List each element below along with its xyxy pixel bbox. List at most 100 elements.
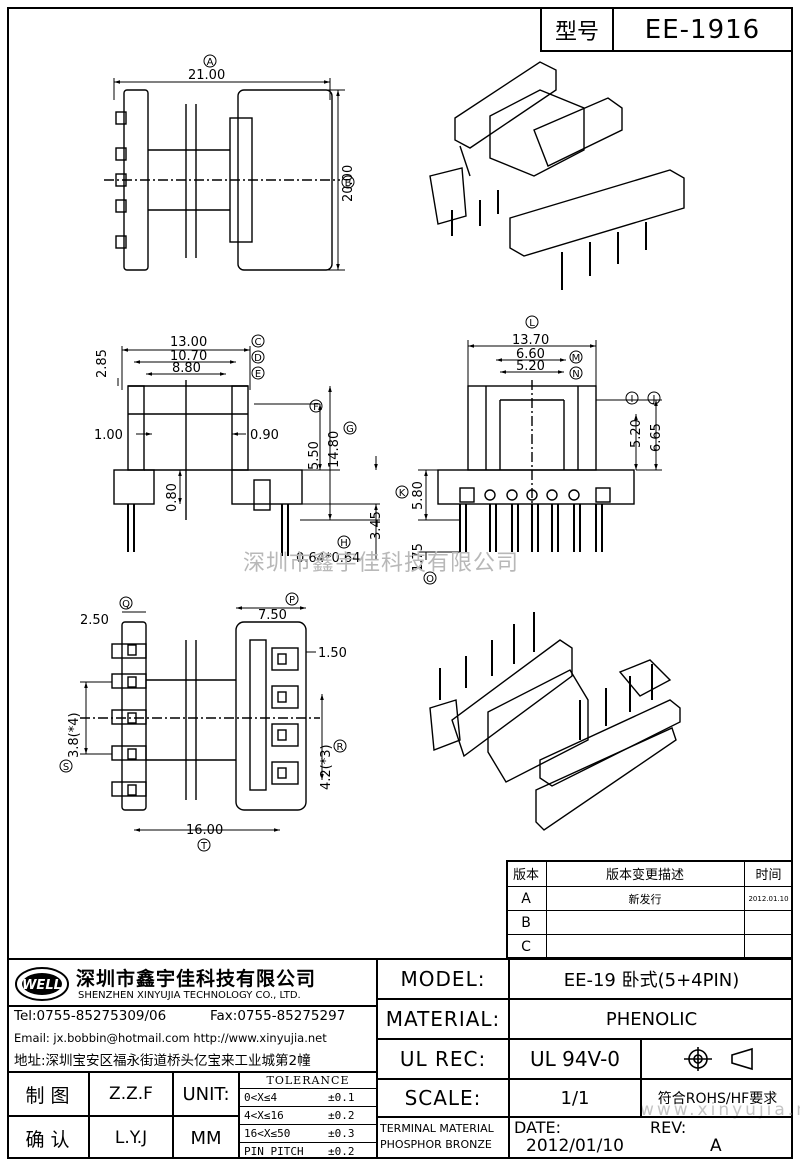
svg-text:J: J — [652, 394, 656, 405]
tol-divider-1 — [240, 1106, 376, 1107]
dim-G: 14.80 — [327, 431, 342, 468]
company-logo: WELL — [14, 966, 70, 1002]
dim-E: 8.80 — [172, 361, 201, 376]
marker-M-icon: M — [569, 350, 583, 364]
signoff-v-divider-3 — [238, 1071, 240, 1159]
dim-pin-h: 0.80 — [165, 483, 180, 512]
dim-O: 1.75 — [411, 543, 426, 572]
marker-B-icon: B — [341, 175, 355, 189]
rev-col-divider-2 — [744, 860, 745, 958]
dim-C: 13.00 — [170, 335, 207, 350]
dim-right-gap: 0.90 — [250, 428, 279, 443]
terminal-label: TERMINAL MATERIAL — [380, 1122, 494, 1135]
tol-divider-0 — [240, 1088, 376, 1089]
marker-G-icon: G — [343, 421, 357, 435]
front-view — [113, 346, 380, 560]
rev-label: REV: — [650, 1118, 687, 1137]
spec-row-divider-2 — [376, 1038, 793, 1040]
marker-F-icon: F — [309, 399, 323, 413]
marker-C-icon: C — [251, 334, 265, 348]
marker-T-icon: T — [197, 838, 211, 852]
marker-L-icon: L — [525, 315, 539, 329]
side-view — [418, 340, 662, 560]
logo-text: WELL — [22, 978, 62, 993]
confirm-label: 确 认 — [25, 1128, 70, 1151]
dim-D: 10.70 — [170, 349, 207, 364]
scale-label: SCALE: — [404, 1086, 482, 1110]
tolerance-title: TOLERANCE — [266, 1074, 350, 1087]
dim-K: 5.80 — [411, 481, 426, 510]
rev-row-date: 2012.01.10 — [748, 894, 789, 903]
marker-N-icon: N — [569, 366, 583, 380]
tol-value: ±0.3 — [328, 1127, 355, 1140]
dim-B: 20.00 — [341, 165, 356, 202]
title-block-top-border — [7, 958, 793, 960]
spec-row-divider-4 — [376, 1116, 793, 1118]
svg-text:A: A — [207, 57, 214, 68]
dim-F: 5.50 — [307, 441, 322, 470]
svg-text:E: E — [255, 369, 261, 380]
model-value: EE-19 卧式(5+4PIN) — [563, 970, 740, 991]
dim-J: 6.65 — [649, 423, 664, 452]
dim-T: 16.00 — [186, 823, 223, 838]
svg-text:Q: Q — [122, 599, 130, 610]
dim-M: 6.60 — [516, 347, 545, 362]
draw-label: 制 图 — [25, 1084, 70, 1107]
dim-N: 5.20 — [516, 359, 545, 374]
tol-range: 16<X≤50 — [244, 1127, 291, 1140]
tol-range: PIN PITCH — [244, 1145, 304, 1158]
date-value: 2012/01/10 — [526, 1136, 624, 1156]
unit-value: MM — [190, 1127, 222, 1149]
company-name-en: SHENZHEN XINYUJIA TECHNOLOGY CO., LTD. — [78, 990, 301, 1001]
rev-header-version: 版本 — [512, 867, 539, 883]
type-box — [540, 7, 793, 52]
watermark: 深圳市鑫宇佳科技有限公司 — [243, 551, 520, 576]
svg-text:I: I — [631, 394, 634, 405]
revision-table — [506, 860, 793, 958]
svg-text:H: H — [340, 538, 348, 549]
svg-text:F: F — [313, 402, 319, 413]
rev-row-ver: A — [521, 890, 531, 907]
drawing-frame — [7, 7, 793, 1159]
iso-view-bottom — [429, 612, 681, 831]
svg-text:N: N — [572, 369, 579, 380]
svg-text:R: R — [337, 742, 344, 753]
company-fax: Fax:0755-85275297 — [210, 1008, 346, 1024]
signoff-v-divider-1 — [88, 1071, 90, 1159]
svg-text:D: D — [254, 353, 262, 364]
terminal-value: PHOSPHOR BRONZE — [380, 1138, 492, 1151]
dim-H: 0.64*0.64 — [296, 551, 360, 566]
tol-value: ±0.1 — [328, 1091, 355, 1104]
spec-row-divider-3 — [376, 1078, 793, 1080]
company-name-cn: 深圳市鑫宇佳科技有限公司 — [76, 968, 317, 990]
model-code: EE-1916 — [644, 15, 761, 45]
svg-text:P: P — [289, 595, 295, 606]
rev-value: A — [710, 1136, 722, 1156]
dim-left-gap: 1.00 — [94, 428, 123, 443]
ulrec-value: UL 94V-0 — [529, 1047, 621, 1071]
confirm-value: L.Y.J — [114, 1128, 148, 1148]
unit-label: UNIT: — [182, 1083, 230, 1105]
watermark-url: www.xinyujia.net — [640, 1100, 800, 1120]
spec-ul-divider — [640, 1038, 642, 1116]
rohs-compliance: 符合ROHS/HF要求 — [657, 1091, 778, 1107]
marker-J-icon: J — [647, 391, 661, 405]
technical-drawing: 21.00 20.00 13.00 10.70 8.80 2.85 1.00 0… — [59, 54, 685, 852]
svg-text:G: G — [346, 424, 354, 435]
dim-pin-len: 3.45 — [369, 511, 384, 540]
type-label: 型号 — [554, 20, 599, 45]
company-divider-2 — [7, 1071, 377, 1073]
dim-Q: 2.50 — [80, 613, 109, 628]
svg-text:B: B — [345, 178, 352, 189]
marker-I-icon: I — [625, 391, 639, 405]
svg-text:C: C — [255, 337, 262, 348]
rev-header-date: 时间 — [755, 867, 782, 883]
rev-row-divider-1 — [506, 886, 793, 887]
type-divider — [612, 7, 614, 52]
svg-text:O: O — [426, 574, 434, 585]
rev-row-desc: 新发行 — [628, 892, 662, 906]
tol-value: ±0.2 — [328, 1109, 355, 1122]
marker-H-icon: H — [337, 535, 351, 549]
date-label: DATE: — [514, 1118, 562, 1137]
spec-row-divider-1 — [376, 998, 793, 1000]
